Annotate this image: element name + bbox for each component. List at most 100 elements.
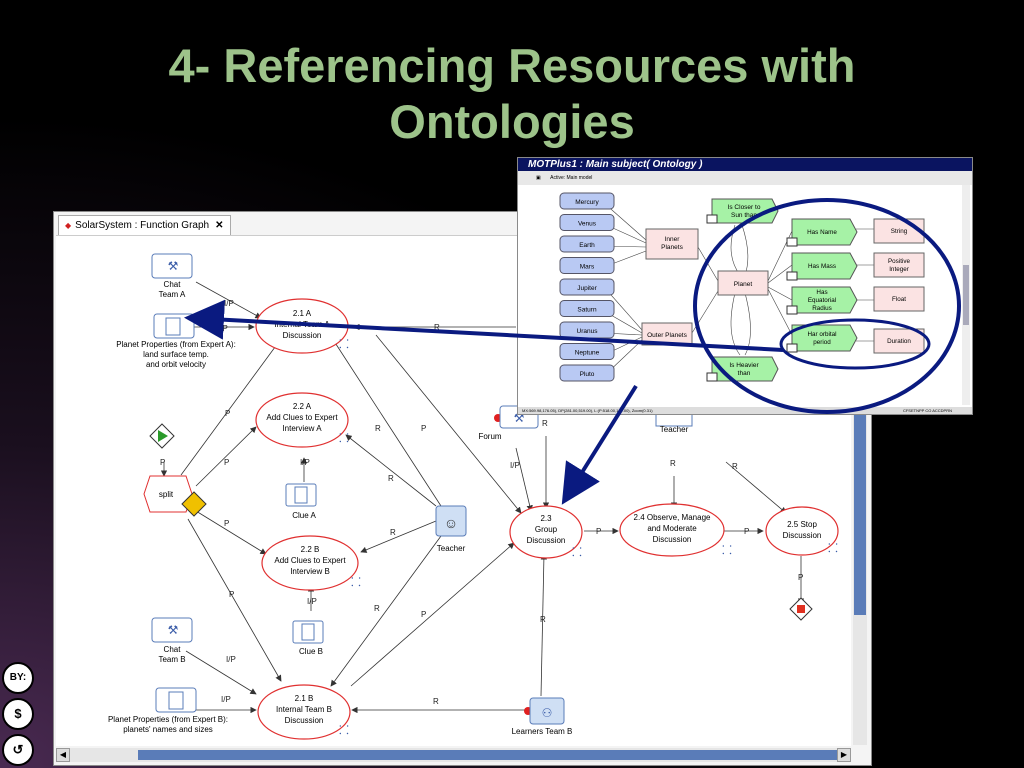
function-2-2-b[interactable]: 2.2 B Add Clues to Expert Interview B ⸬ (261, 535, 361, 591)
svg-text:2.1 A: 2.1 A (293, 309, 312, 318)
end-node[interactable] (789, 597, 813, 621)
svg-text:Teacher: Teacher (437, 544, 466, 553)
datatype-node[interactable]: Float (873, 286, 925, 312)
resource-planet-a[interactable]: Planet Properties (from Expert A): land … (116, 313, 236, 369)
function-graph-tab[interactable]: ◆SolarSystem : Function Graph✕ (58, 215, 231, 235)
tool-chat-a[interactable]: ⚒ Chat Team A (151, 253, 193, 299)
datatype-label: Float (892, 296, 906, 303)
svg-text:2.5 Stop: 2.5 Stop (787, 520, 817, 529)
footprints-icon: ⸬ (722, 543, 732, 557)
wrench-icon: ⚒ (168, 259, 179, 273)
svg-text:Planet Properties (from Expert: Planet Properties (from Expert B): (108, 715, 228, 724)
relation-icon (786, 271, 798, 281)
svg-text:2.2 A: 2.2 A (293, 402, 312, 411)
link-label: I/P (300, 458, 310, 467)
function-2-5[interactable]: 2.5 Stop Discussion ⸬ (765, 506, 839, 556)
resource-planet-b[interactable]: Planet Properties (from Expert B): plane… (108, 687, 228, 734)
motplus-title-bar: MOTPlus1 : Main subject( Ontology ) (518, 158, 972, 171)
start-node[interactable] (149, 423, 175, 449)
planet-node[interactable]: Mars (559, 257, 615, 274)
horizontal-scrollbar[interactable]: ◀ ▶ (56, 748, 851, 762)
function-2-3[interactable]: 2.3 Group Discussion ⸬ (509, 505, 583, 559)
relation-icon (786, 237, 798, 247)
planet-node[interactable]: Saturn (559, 300, 615, 317)
planet-label: Saturn (577, 307, 597, 314)
relation-closer[interactable]: Is Closer to Sun than (706, 198, 779, 224)
slide-title: 4- Referencing Resources with Ontologies (0, 38, 1024, 150)
stop-icon (797, 605, 805, 613)
property-node[interactable]: Has Mass (786, 252, 858, 281)
scroll-thumb[interactable] (963, 265, 969, 325)
split-node[interactable]: split (143, 475, 207, 517)
svg-text:Inner: Inner (665, 236, 681, 243)
class-planet[interactable]: Planet (717, 270, 769, 296)
svg-text:2.4 Observe, Manage: 2.4 Observe, Manage (634, 513, 711, 522)
planet-node[interactable]: Mercury (559, 192, 615, 210)
footprints-icon: ⸬ (828, 541, 838, 555)
datatype-label: Duration (887, 338, 911, 345)
document-icon (301, 623, 315, 641)
wrench-icon: ⚒ (168, 623, 179, 637)
document-icon (294, 486, 308, 504)
footprints-icon: ⸬ (339, 431, 349, 445)
cc-by-icon: BY: (2, 662, 34, 694)
planet-node[interactable]: Earth (559, 235, 615, 253)
model-icon[interactable]: ▣ (536, 175, 541, 181)
property-label: Has Mass (808, 263, 836, 270)
planet-node[interactable]: Venus (559, 214, 615, 231)
ontology-scrollbar[interactable] (962, 185, 970, 405)
function-2-4[interactable]: 2.4 Observe, Manage and Moderate Discuss… (619, 503, 732, 557)
tool-chat-b[interactable]: ⚒ Chat Team B (151, 617, 193, 664)
datatype-label: Positive (888, 258, 911, 265)
svg-text:Chat: Chat (164, 645, 182, 654)
planet-list: MercuryVenusEarthMarsJupiterSaturnUranus… (559, 192, 615, 382)
scroll-right-icon[interactable]: ▶ (837, 748, 851, 762)
link-label: I/P (221, 695, 231, 704)
actor-teacher-2[interactable]: Teacher (655, 411, 693, 434)
function-2-1-a[interactable]: 2.1 A Internal Team A Discussion ⸬ (255, 298, 349, 354)
planet-node[interactable]: Neptune (559, 343, 615, 360)
close-icon[interactable]: ✕ (215, 220, 224, 231)
theater-masks-icon: ☺ (444, 515, 458, 531)
scroll-left-icon[interactable]: ◀ (56, 748, 70, 762)
function-2-2-a[interactable]: 2.2 A Add Clues to Expert Interview A ⸬ (255, 392, 349, 448)
planet-label: Pluto (580, 371, 595, 378)
resource-clue-b[interactable]: Clue B (292, 620, 324, 656)
svg-text:Team A: Team A (159, 290, 186, 299)
function-2-1-b[interactable]: 2.1 B Internal Team B Discussion ⸬ (257, 684, 351, 740)
ontology-svg: MercuryVenusEarthMarsJupiterSaturnUranus… (559, 192, 925, 382)
link-label: P (229, 590, 234, 599)
class-inner-planets[interactable]: Inner Planets (645, 228, 699, 260)
actor-teacher[interactable]: ☺ Teacher (435, 505, 467, 553)
link-label: R (390, 528, 396, 537)
motplus-status-bar: MX:569.98,176.05), DP(281.00,519.00), L:… (518, 407, 972, 414)
actor-learners-team-b[interactable]: ⚇ Learners Team B (512, 697, 573, 736)
datatype-node[interactable]: Duration (873, 328, 925, 354)
svg-text:Is Closer to: Is Closer to (728, 204, 761, 211)
link-label: R (374, 604, 380, 613)
link-label: P (160, 458, 165, 467)
datatype-node[interactable]: String (873, 218, 925, 244)
planet-node[interactable]: Jupiter (559, 278, 615, 296)
link-label: P (744, 527, 749, 536)
relation-heavier[interactable]: Is Heavier than (706, 356, 779, 382)
scroll-thumb[interactable] (138, 750, 838, 760)
planet-node[interactable]: Pluto (559, 364, 615, 382)
footprints-icon: ⸬ (351, 575, 361, 589)
class-outer-planets[interactable]: Outer Planets (641, 322, 693, 346)
svg-text:Clue A: Clue A (292, 511, 316, 520)
property-label: Radius (812, 305, 832, 312)
svg-text:Is Heavier: Is Heavier (729, 362, 759, 369)
svg-text:Add Clues to Expert: Add Clues to Expert (266, 413, 338, 422)
resource-clue-a[interactable]: Clue A (285, 483, 317, 520)
svg-text:than: than (738, 370, 751, 377)
footprints-icon: ⸬ (339, 337, 349, 351)
property-node[interactable]: Has Name (786, 218, 858, 247)
planet-node[interactable]: Uranus (559, 321, 615, 339)
link-label: P (225, 409, 230, 418)
